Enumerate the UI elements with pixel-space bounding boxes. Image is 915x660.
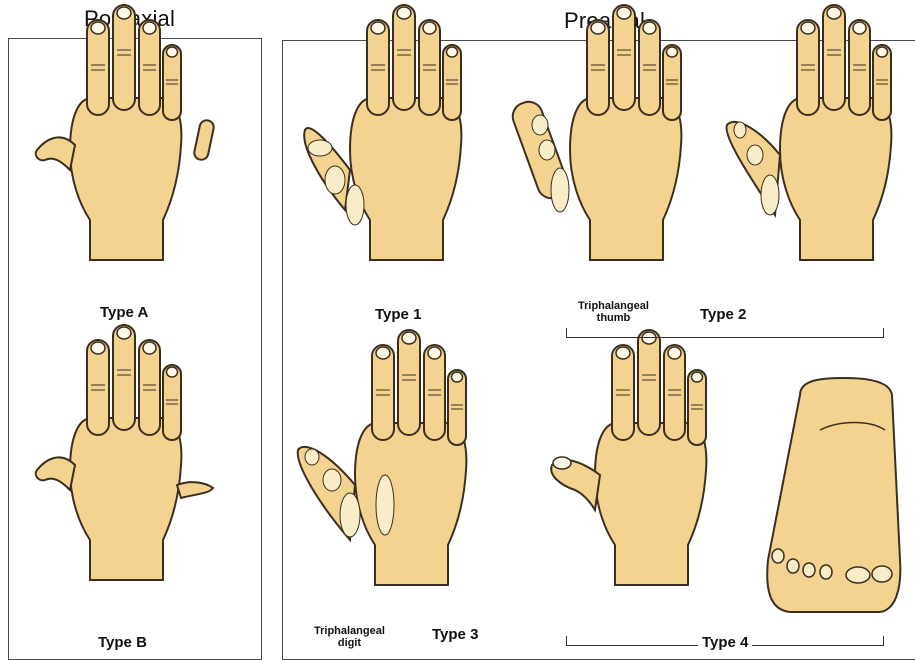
label-type-2: Type 2	[700, 306, 746, 323]
label-type-b: Type B	[98, 634, 147, 651]
hand-type-2-b	[727, 5, 892, 260]
label-type-4: Type 4	[698, 634, 752, 651]
hand-type-1	[304, 5, 461, 260]
note-triphalangeal-digit-line1: Triphalangeal	[314, 625, 385, 637]
label-type-a: Type A	[100, 304, 148, 321]
note-triphalangeal-digit-line2: digit	[314, 637, 385, 649]
hand-type-b	[36, 325, 213, 580]
note-triphalangeal-thumb-line1: Triphalangeal	[578, 300, 649, 312]
note-triphalangeal-thumb: Triphalangeal thumb	[578, 300, 649, 324]
note-triphalangeal-thumb-line2: thumb	[578, 312, 649, 324]
hand-type-a	[36, 5, 215, 260]
hand-type-2-a	[509, 5, 682, 260]
hand-type-3	[298, 330, 467, 585]
note-triphalangeal-digit: Triphalangeal digit	[314, 625, 385, 649]
hand-type-4	[551, 330, 706, 585]
label-type-1: Type 1	[375, 306, 421, 323]
label-type-3: Type 3	[432, 626, 478, 643]
bracket-type-2	[566, 328, 884, 338]
foot-type-4	[767, 378, 900, 612]
